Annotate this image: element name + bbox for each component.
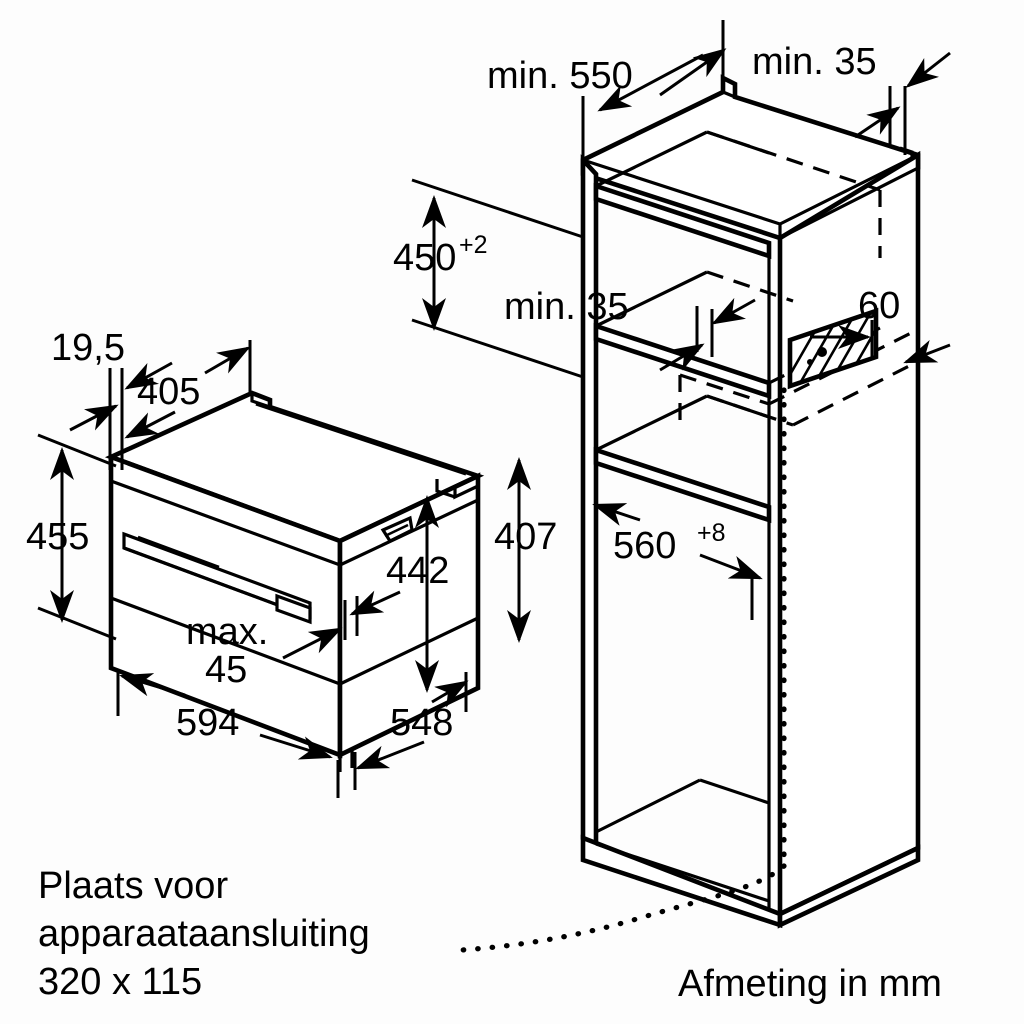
- dim-min-35-top: [854, 51, 951, 155]
- oven-latch-block: [275, 593, 312, 625]
- oven-bottom-edge: [338, 750, 354, 772]
- label-594: 594: [176, 702, 239, 744]
- oven-rear-notch: [250, 393, 479, 500]
- note-connection-line2: apparaataansluiting: [38, 913, 370, 955]
- cabinet-floor: [595, 778, 770, 903]
- label-407: 407: [494, 516, 557, 558]
- label-60: 60: [858, 285, 900, 327]
- label-19-5: 19,5: [51, 327, 125, 369]
- label-560-group: 560 +8: [613, 519, 726, 567]
- label-min-35-top: min. 35: [752, 41, 877, 83]
- label-455: 455: [26, 516, 89, 558]
- label-450: 450: [393, 237, 456, 279]
- label-min-550: min. 550: [487, 55, 633, 97]
- cabinet-right-side-panel: [777, 150, 921, 918]
- cabinet-upper-shelf: [593, 182, 772, 260]
- label-45: 45: [205, 649, 247, 691]
- label-548: 548: [390, 702, 453, 744]
- label-max: max.: [186, 611, 268, 653]
- dim-560-niche-width: [592, 503, 763, 620]
- cabinet-left-front-stile: [580, 154, 599, 848]
- dim-405: [124, 340, 252, 439]
- label-560-superscript: +8: [697, 519, 726, 547]
- note-connection-line3: 320 x 115: [38, 961, 202, 1003]
- label-450-superscript: +2: [459, 231, 488, 259]
- cabinet-unit: [459, 74, 921, 953]
- cabinet-top-notch: [722, 90, 736, 99]
- cabinet-plinth: [580, 834, 921, 929]
- dim-455: [37, 433, 117, 641]
- note-connection-line1: Plaats voor: [38, 865, 228, 907]
- dim-max-45: [282, 590, 401, 660]
- cabinet-interior-right-wall: [767, 238, 782, 914]
- dim-60-bracket: [810, 320, 951, 364]
- dim-min-550: [581, 20, 727, 166]
- label-450-group: 450 +2: [393, 231, 488, 279]
- oven-appliance: [104, 390, 485, 772]
- oven-door-seam: [110, 596, 479, 686]
- label-405: 405: [137, 371, 200, 413]
- note-units: Afmeting in mm: [678, 963, 942, 1005]
- label-442: 442: [386, 550, 449, 592]
- dim-594: [116, 672, 333, 760]
- dim-548: [336, 672, 469, 798]
- label-min-35-rear: min. 35: [504, 286, 629, 328]
- dim-450-niche-height: [411, 178, 584, 379]
- label-560: 560: [613, 525, 676, 567]
- oven-side-grip: [380, 515, 414, 544]
- cabinet-lower-shelf: [593, 394, 772, 524]
- dim-19-5: [69, 361, 173, 470]
- dim-min-35-rear: [659, 297, 756, 372]
